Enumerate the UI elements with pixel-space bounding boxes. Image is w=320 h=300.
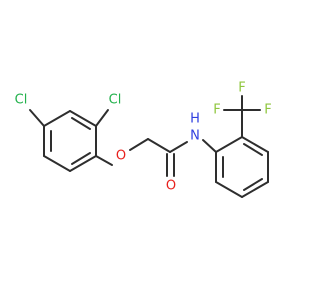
bond-inner	[71, 117, 91, 130]
bond-inner	[243, 143, 263, 156]
bond	[69, 155, 97, 172]
bond	[241, 136, 269, 153]
nitrogen-label: N	[190, 129, 200, 144]
bond	[95, 109, 109, 127]
chlorine-label-top: Cl	[109, 93, 122, 108]
atom-labels: Cl Cl O O N H F F F	[15, 81, 272, 194]
molecule-structure: Cl Cl O O N H F F F	[15, 81, 272, 198]
bond	[147, 138, 171, 153]
bond	[169, 141, 188, 153]
fluorine-label-top: F	[238, 81, 245, 96]
bond	[43, 155, 71, 172]
bond	[215, 181, 243, 198]
bond	[95, 155, 113, 166]
bond	[29, 109, 45, 127]
fluorine-label-right: F	[264, 103, 271, 118]
bond	[69, 110, 97, 127]
bond	[215, 136, 243, 153]
bond-inner	[71, 152, 91, 165]
bond-inner	[243, 178, 263, 191]
bond	[202, 139, 217, 153]
hydrogen-label: H	[190, 112, 200, 127]
ether-oxygen-label: O	[116, 149, 126, 164]
chlorine-label-left: Cl	[15, 93, 28, 108]
bonds	[29, 95, 269, 198]
carbonyl-oxygen-label: O	[166, 179, 176, 194]
fluorine-label-left: F	[213, 103, 220, 118]
bond	[241, 181, 269, 198]
bond	[43, 110, 71, 127]
bond	[129, 138, 149, 151]
structure-canvas: Cl Cl O O N H F F F	[15, 81, 272, 198]
